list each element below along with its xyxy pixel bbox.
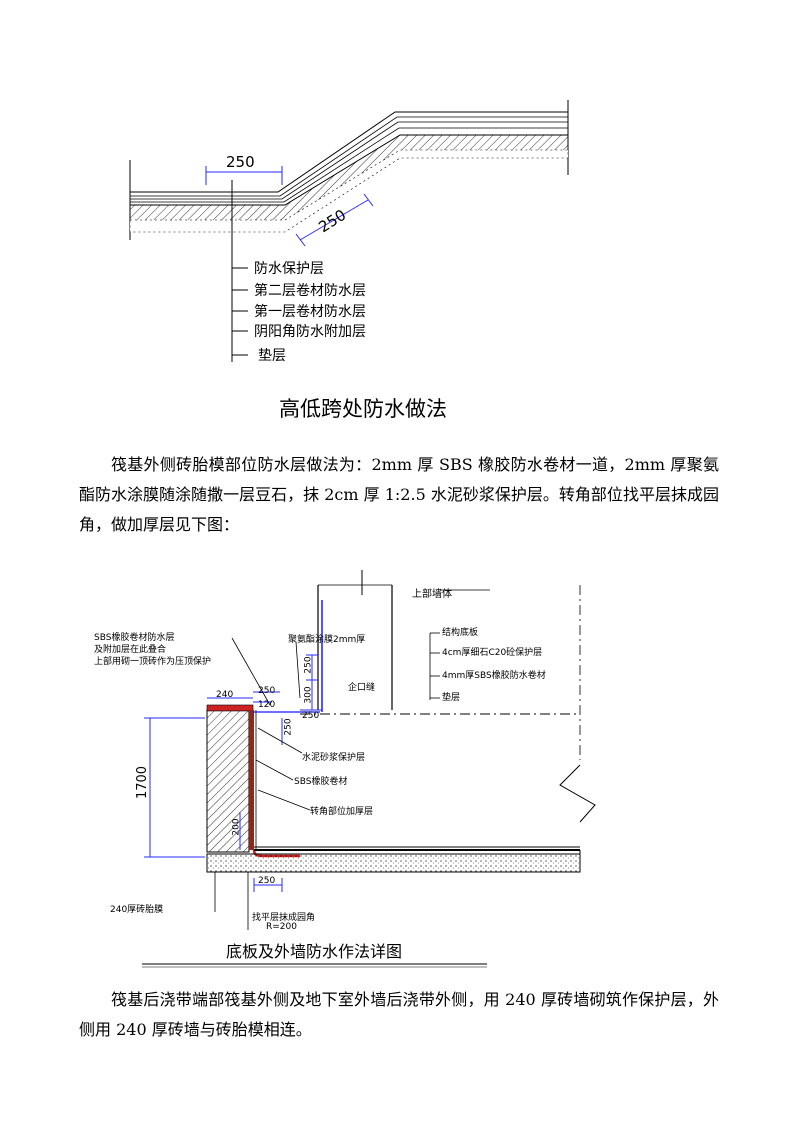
legend-second-membrane: 第二层卷材防水层 xyxy=(254,283,366,299)
label-sbs-membrane-right: 4mm厚SBS橡胶防水卷材 xyxy=(442,671,546,681)
note-sbs-overlap-3: 上部用砌一顶砖作为压顶保护 xyxy=(94,657,212,667)
label-concrete-protection: 4cm厚细石C20砼保护层 xyxy=(442,648,543,658)
dim-250-bottom: 250 xyxy=(258,876,276,886)
label-mortar-protection: 水泥砂浆保护层 xyxy=(302,753,366,763)
legend-cushion-layer: 垫层 xyxy=(258,348,286,364)
label-upper-wall: 上部墙体 xyxy=(412,589,452,600)
note-leveling-round-2: R=200 xyxy=(266,922,297,932)
label-pu-coating: 聚氨酯涂膜2mm厚 xyxy=(288,635,366,645)
label-brick-tire-mold: 240厚砖胎膜 xyxy=(110,905,164,915)
label-structural-slab: 结构底板 xyxy=(442,628,479,638)
paragraph-2: 筏基后浇带端部筏基外侧及地下室外墙后浇带外侧，用 240 厚砖墙砌筑作保护层，外… xyxy=(79,985,719,1045)
figure1-caption: 高低跨处防水做法 xyxy=(279,397,447,421)
step-waterproof-diagram xyxy=(129,100,569,362)
legend-corner-additional-layer: 阴阳角防水附加层 xyxy=(254,324,366,340)
label-joint: 企口缝 xyxy=(348,683,376,693)
dim-300: 300 xyxy=(303,686,314,704)
dim-250-joint: 250 xyxy=(302,711,320,721)
paragraph-1: 筏基外侧砖胎模部位防水层做法为：2mm 厚 SBS 橡胶防水卷材一道，2mm 厚… xyxy=(79,450,719,540)
dim-240: 240 xyxy=(216,690,234,700)
dim-250-wall: 250 xyxy=(303,656,314,674)
dim-1700: 1700 xyxy=(135,765,151,800)
dimension-horizontal-250: 250 xyxy=(226,153,255,171)
label-corner-thickening: 转角部位加厚层 xyxy=(310,807,374,817)
figure2-caption: 底板及外墙防水作法详图 xyxy=(225,942,402,961)
legend-protection-layer: 防水保护层 xyxy=(254,261,324,277)
dim-250-top: 250 xyxy=(258,686,276,696)
dim-250-mortar: 250 xyxy=(283,718,294,736)
label-sbs-membrane: SBS橡胶卷材 xyxy=(294,777,348,787)
paragraph-1-text: 筏基外侧砖胎模部位防水层做法为：2mm 厚 SBS 橡胶防水卷材一道，2mm 厚… xyxy=(79,455,719,534)
paragraph-2-text: 筏基后浇带端部筏基外侧及地下室外墙后浇带外侧，用 240 厚砖墙砌筑作保护层，外… xyxy=(79,990,719,1039)
label-cushion: 垫层 xyxy=(442,693,461,703)
note-sbs-overlap-2: 及附加层在此叠合 xyxy=(94,645,167,655)
note-sbs-overlap-1: SBS橡胶卷材防水层 xyxy=(94,633,175,643)
dim-120: 120 xyxy=(258,700,276,710)
dim-200: 200 xyxy=(231,818,242,836)
legend-first-membrane: 第一层卷材防水层 xyxy=(254,304,366,320)
note-leveling-round-1: 找平层抹成园角 xyxy=(252,913,316,923)
slab-wall-waterproof-diagram xyxy=(142,570,596,968)
